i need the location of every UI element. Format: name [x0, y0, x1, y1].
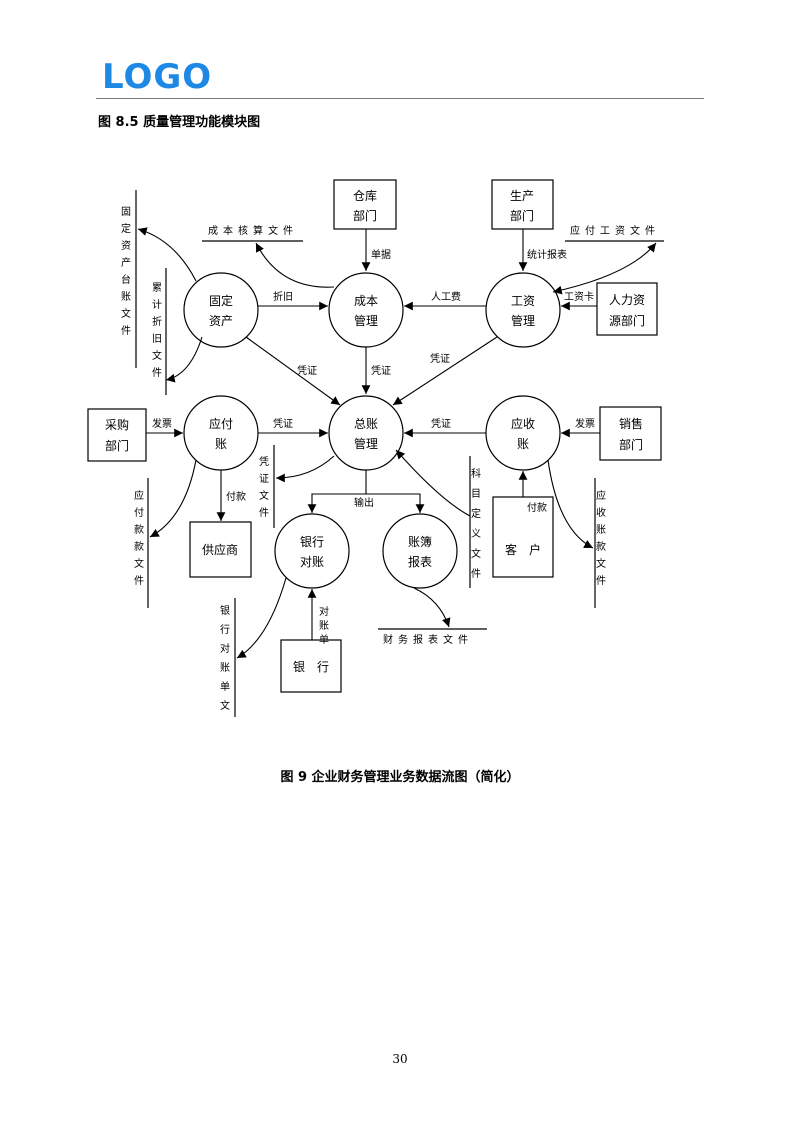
label-store-voucher: 凭证文件: [257, 455, 269, 524]
process-salary-management: [485, 272, 561, 348]
label-flow-shuchu: 输出: [354, 496, 374, 509]
label-hr-2: 源部门: [609, 313, 645, 328]
label-flow-pz-fixed: 凭证: [297, 364, 317, 377]
label-ledger-1: 总账: [354, 417, 378, 431]
entity-sales: [599, 406, 662, 461]
header-rule: [96, 98, 704, 99]
label-flow-fapiao-1: 发票: [152, 417, 172, 430]
label-store-bank-statement: 银行对账单文: [218, 604, 230, 719]
flow-to-voucher: [275, 455, 335, 483]
entity-bank: [280, 639, 342, 693]
figure-heading: 图 8.5 质量管理功能模块图: [98, 115, 261, 130]
process-general-ledger: [328, 395, 404, 471]
label-store-financial-report: 财务报表文件: [383, 633, 473, 646]
flow-to-report-file: [413, 587, 451, 628]
label-fixed-assets-2: 资产: [209, 314, 233, 328]
label-supplier: 供应商: [202, 542, 238, 557]
label-flow-pz-receivable: 凭证: [431, 417, 451, 430]
process-fixed-assets: [183, 272, 259, 348]
label-payable-2: 账: [215, 437, 227, 451]
label-flow-tongji: 统计报表: [527, 248, 567, 261]
flow-to-fixed-ledger: [137, 227, 197, 282]
label-flow-zhejiu: 折旧: [273, 290, 293, 303]
label-store-salary-payable: 应付工资文件: [570, 224, 660, 237]
label-fixed-assets-1: 固定: [209, 293, 233, 308]
label-bank-rec-1: 银行: [300, 535, 324, 549]
label-purchasing-1: 采购: [105, 417, 129, 432]
process-accounts-receivable: [485, 395, 561, 471]
process-bank-reconcile: [274, 513, 350, 589]
label-store-fixed-asset-ledger: 固定资产台账文件: [119, 206, 131, 342]
label-flow-fukuan-1: 付款: [226, 490, 246, 503]
flow-pz-salary: [392, 336, 498, 406]
label-hr-1: 人力资: [609, 293, 645, 307]
flow-to-depreciation: [165, 336, 203, 383]
process-accounts-payable: [183, 395, 259, 471]
label-flow-pz-cost: 凭证: [371, 364, 391, 377]
flow-shuchu-books: [366, 493, 425, 513]
figure-caption: 图 9 企业财务管理业务数据流图（简化）: [280, 770, 520, 785]
flow-shuchu-bank: [307, 470, 367, 513]
label-flow-pz-payable: 凭证: [273, 417, 293, 430]
label-customer: 客 户: [505, 542, 541, 557]
logo: LOGO: [102, 57, 213, 97]
label-warehouse-1: 仓库: [353, 188, 377, 203]
label-books-2: 报表: [408, 554, 432, 569]
label-ledger-2: 管理: [354, 436, 378, 451]
label-sales-1: 销售: [619, 416, 643, 431]
entity-supplier: [189, 521, 252, 578]
label-flow-fukuan-2: 付款: [527, 501, 547, 514]
label-books-1: 账簿: [408, 534, 432, 549]
entity-warehouse: [333, 179, 397, 230]
label-warehouse-2: 部门: [353, 208, 377, 223]
label-store-depreciation: 累计折旧文件: [150, 282, 162, 384]
label-store-cost-accounting: 成本核算文件: [208, 224, 298, 237]
flow-to-payables: [149, 459, 197, 538]
label-salary-2: 管理: [511, 313, 535, 328]
entity-purchasing: [87, 408, 147, 462]
flow-to-bank-statement: [236, 577, 287, 659]
label-flow-pz-salary: 凭证: [430, 352, 450, 365]
label-bank-rec-2: 对账: [300, 555, 324, 569]
label-flow-gongzika: 工资卡: [564, 290, 594, 303]
flow-pz-fixed: [245, 336, 341, 406]
label-production-1: 生产: [510, 189, 534, 203]
flow-to-receivables: [547, 459, 594, 549]
label-payable-1: 应付: [209, 416, 233, 431]
label-sales-2: 部门: [619, 437, 643, 452]
flow-to-cost-file: [255, 242, 335, 288]
label-flow-rengongfei: 人工费: [431, 290, 461, 303]
label-flow-duizhangdan: 对账单: [317, 605, 329, 648]
label-salary-1: 工资: [511, 294, 535, 308]
process-cost-management: [328, 272, 404, 348]
label-store-subjects: 科目定义文件: [469, 467, 481, 588]
label-production-2: 部门: [510, 208, 534, 223]
label-flow-danju: 单据: [371, 248, 391, 261]
process-books-reports: [382, 513, 458, 589]
label-cost-2: 管理: [354, 313, 378, 328]
flow-salary-file: [552, 242, 657, 295]
flow-subjects: [395, 449, 471, 517]
label-purchasing-2: 部门: [105, 438, 129, 453]
label-receivable-1: 应收: [511, 416, 535, 431]
page-number: 30: [392, 1052, 408, 1066]
label-store-payables: 应付款款文件: [132, 489, 144, 592]
label-bank: 银 行: [293, 660, 329, 674]
label-receivable-2: 账: [517, 437, 529, 451]
label-store-receivables: 应收账款文件: [594, 489, 606, 592]
label-cost-1: 成本: [354, 294, 378, 308]
label-flow-fapiao-2: 发票: [575, 417, 595, 430]
